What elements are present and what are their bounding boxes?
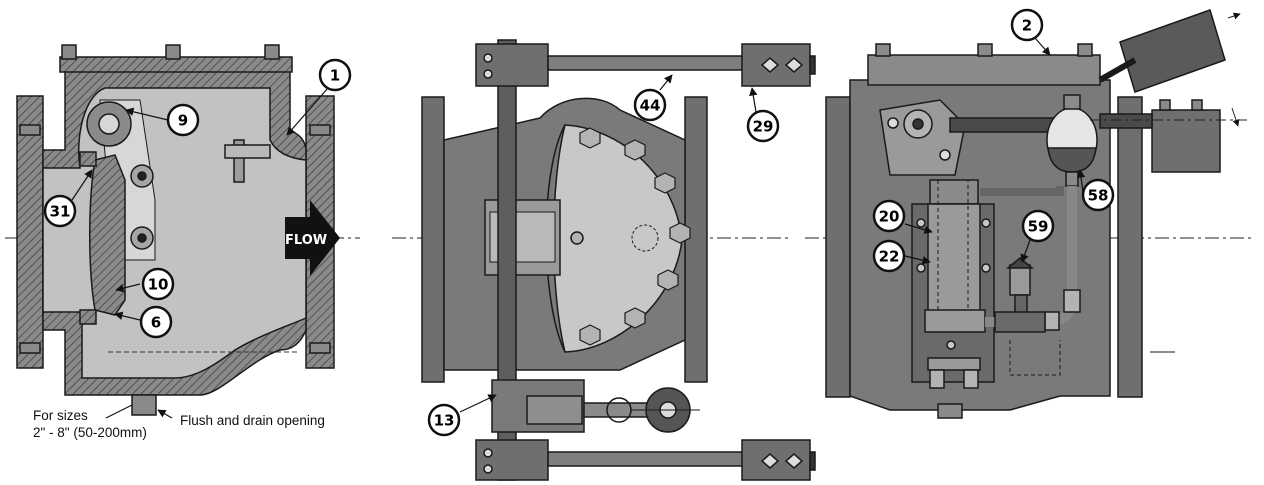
- disc: [89, 154, 126, 316]
- callout-58: 58: [1081, 178, 1115, 212]
- left-section-view: [16, 44, 335, 416]
- callout-1: 1: [318, 58, 352, 92]
- needle-valve: [1009, 264, 1031, 296]
- callout-6: 6: [139, 305, 173, 339]
- bottom-arm: [547, 451, 745, 467]
- right-top-cover: [867, 54, 1101, 86]
- top-lever-bracket: [475, 43, 549, 87]
- callout-10: 10: [141, 267, 175, 301]
- limit-switch-box: [1151, 109, 1221, 173]
- right-flange-left: [825, 96, 851, 398]
- svg-text:9: 9: [178, 112, 188, 130]
- control-piping: [980, 186, 1064, 196]
- cover-bolt-pattern: [579, 127, 691, 346]
- svg-text:59: 59: [1028, 218, 1049, 236]
- svg-text:10: 10: [148, 276, 169, 294]
- right-control-view: [825, 9, 1226, 419]
- callout-59: 59: [1021, 209, 1055, 243]
- svg-text:13: 13: [434, 412, 455, 430]
- svg-text:22: 22: [879, 248, 900, 266]
- callout-44: 44: [633, 88, 667, 122]
- top-right-weight: [1119, 9, 1226, 93]
- svg-text:29: 29: [753, 118, 774, 136]
- svg-text:2: 2: [1022, 17, 1032, 35]
- svg-text:20: 20: [879, 208, 900, 226]
- flow-label: FLOW: [285, 233, 327, 248]
- bottom-lever-bracket: [475, 439, 549, 481]
- right-flange-right: [1117, 96, 1143, 398]
- stop-bolt: [233, 139, 245, 183]
- reference-arrows: [1090, 12, 1250, 127]
- center-side-view: [421, 39, 816, 481]
- callout-2: 2: [1010, 8, 1044, 42]
- left-flange-inlet: [16, 95, 44, 369]
- seat-ring-bottom: [79, 309, 97, 325]
- svg-text:1: 1: [330, 67, 340, 85]
- cylinder-housing: [929, 179, 979, 205]
- svg-text:44: 44: [640, 97, 661, 115]
- center-flange-left: [421, 96, 445, 383]
- svg-text:6: 6: [151, 314, 161, 332]
- seat-ring-top: [79, 151, 97, 167]
- svg-text:58: 58: [1088, 187, 1109, 205]
- drain-note: Flush and drain opening: [180, 413, 325, 428]
- callout-20: 20: [872, 199, 906, 233]
- leader-lines: [71, 37, 1086, 419]
- callout-31: 31: [43, 194, 77, 228]
- callout-9: 9: [166, 103, 200, 137]
- sizes-note-line2: 2" - 8" (50-200mm): [33, 425, 147, 440]
- callout-29: 29: [746, 109, 780, 143]
- callout-22: 22: [872, 239, 906, 273]
- drain-plug: [131, 394, 157, 416]
- flow-arrow: FLOW: [285, 200, 340, 276]
- cylinder-body: [927, 203, 981, 315]
- left-cover-bolts: [61, 44, 280, 60]
- sizes-note-line1: For sizes: [33, 408, 88, 423]
- top-arm: [547, 55, 745, 71]
- svg-text:31: 31: [50, 203, 71, 221]
- callout-13: 13: [427, 403, 461, 437]
